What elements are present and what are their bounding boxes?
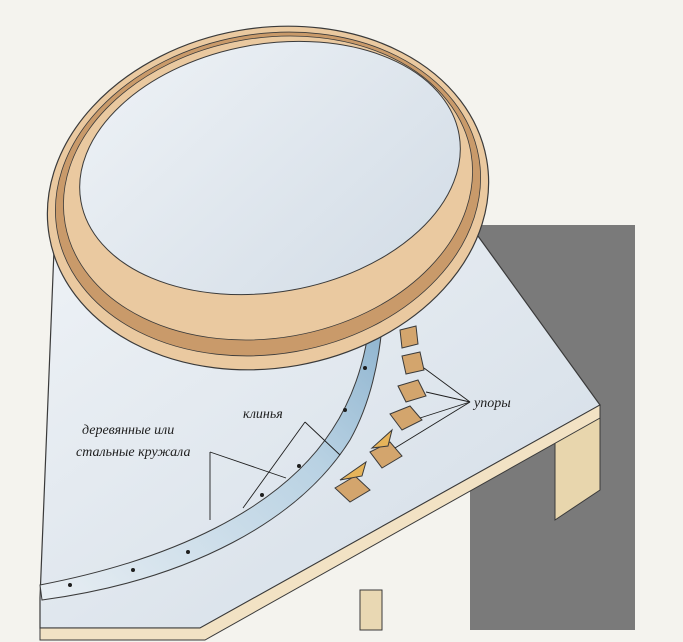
hoop-opening [79,40,461,296]
strip-hole [297,464,301,468]
stop-block [389,405,423,431]
leader-stops-4 [394,401,471,449]
strip-hole [343,408,347,412]
wedges [339,428,393,481]
label-forms-line2: стальные кружала [76,445,190,460]
table-leg [359,589,383,631]
label-forms-line1: деревянные или [82,423,174,438]
stop-block [397,379,427,403]
stops-right [334,325,427,503]
label-stops: упоры [472,396,511,411]
leader-stops-2 [425,391,471,403]
wedge [339,460,367,481]
stop-block [401,351,425,375]
leader-wedges-2 [304,421,341,456]
strip-hole [363,366,367,370]
label-wedges: клинья [243,407,283,422]
strip-hole [68,583,72,587]
leader-stops-1 [423,367,471,403]
strip-hole [260,493,264,497]
wedge [370,428,393,449]
bent-hoop [46,25,490,371]
strip-hole [131,568,135,572]
leader-stops-3 [419,401,471,419]
leader-lines [209,367,471,520]
leader-wedges-1 [242,421,306,509]
stop-block [334,475,371,503]
table-front-edge [39,404,601,641]
strip-hole [186,550,190,554]
leader-forms-2 [209,451,287,479]
stop-block [399,325,419,349]
